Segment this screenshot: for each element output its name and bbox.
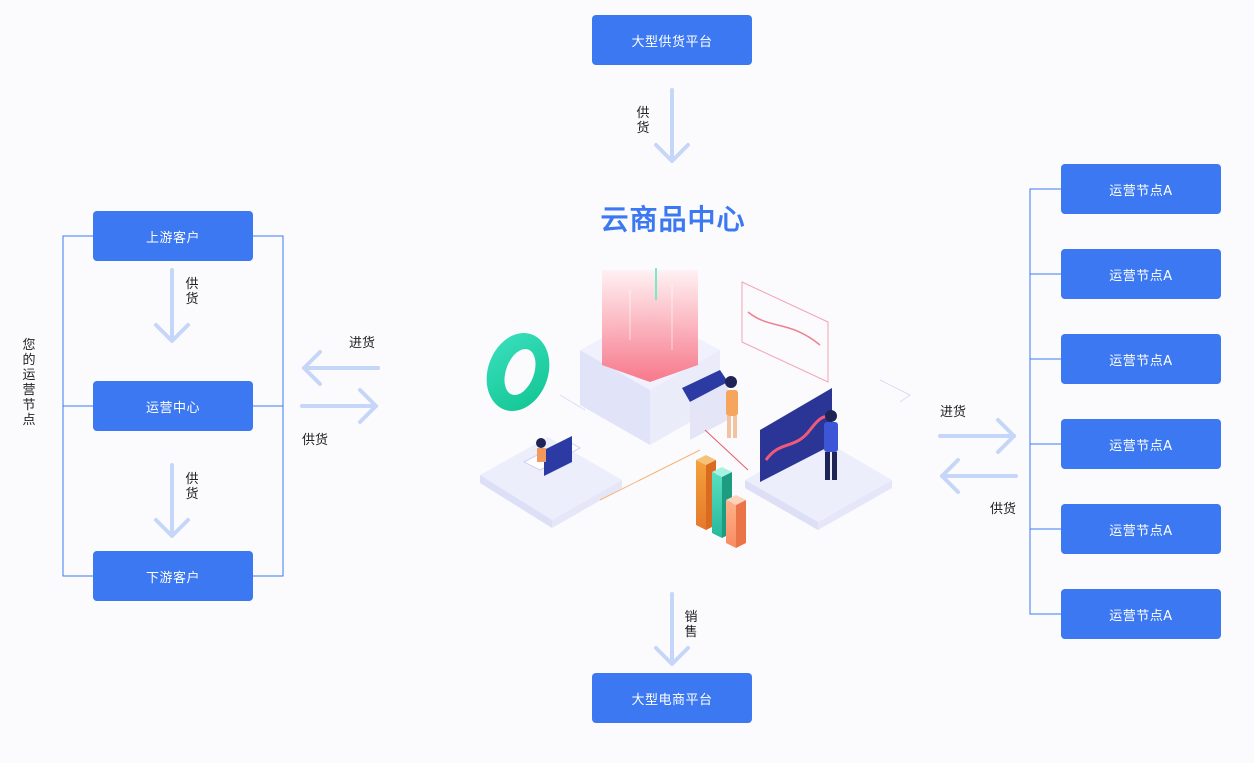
- center-title: 云商品中心: [600, 203, 746, 236]
- left-supply-label-2: 供货: [185, 472, 199, 502]
- left-group-label: 您的运营节点: [22, 338, 36, 428]
- operation-node-box[interactable]: 运营节点A: [1061, 249, 1221, 299]
- left-supply-out-label: 供货: [302, 433, 329, 448]
- bottom-down-arrow: [654, 592, 690, 666]
- operation-center-box[interactable]: 运营中心: [93, 381, 253, 431]
- left-arrow-in: [302, 350, 380, 386]
- supply-platform-box[interactable]: 大型供货平台: [592, 15, 752, 65]
- left-down-arrow-1: [154, 268, 190, 343]
- upstream-customer-box[interactable]: 上游客户: [93, 211, 253, 261]
- top-down-arrow: [654, 88, 690, 163]
- right-stock-in-label: 进货: [940, 405, 967, 420]
- downstream-customer-box[interactable]: 下游客户: [93, 551, 253, 601]
- left-supply-label-1: 供货: [185, 277, 199, 307]
- left-arrow-out: [300, 388, 378, 424]
- operation-node-box[interactable]: 运营节点A: [1061, 334, 1221, 384]
- left-down-arrow-2: [154, 463, 190, 538]
- operation-node-box[interactable]: 运营节点A: [1061, 164, 1221, 214]
- bottom-sales-label: 销售: [684, 610, 698, 640]
- ecommerce-platform-box[interactable]: 大型电商平台: [592, 673, 752, 723]
- left-bracket-lines: [62, 235, 284, 577]
- right-arrow-out: [938, 418, 1016, 454]
- cloud-center-illustration: [480, 268, 911, 548]
- operation-node-box[interactable]: 运营节点A: [1061, 504, 1221, 554]
- operation-node-box[interactable]: 运营节点A: [1061, 419, 1221, 469]
- left-stock-in-label: 进货: [349, 336, 376, 351]
- operation-node-box[interactable]: 运营节点A: [1061, 589, 1221, 639]
- right-arrow-in: [940, 458, 1018, 494]
- right-bracket-lines: [1029, 188, 1061, 615]
- top-supply-label: 供货: [636, 106, 650, 136]
- right-supply-label: 供货: [990, 502, 1017, 517]
